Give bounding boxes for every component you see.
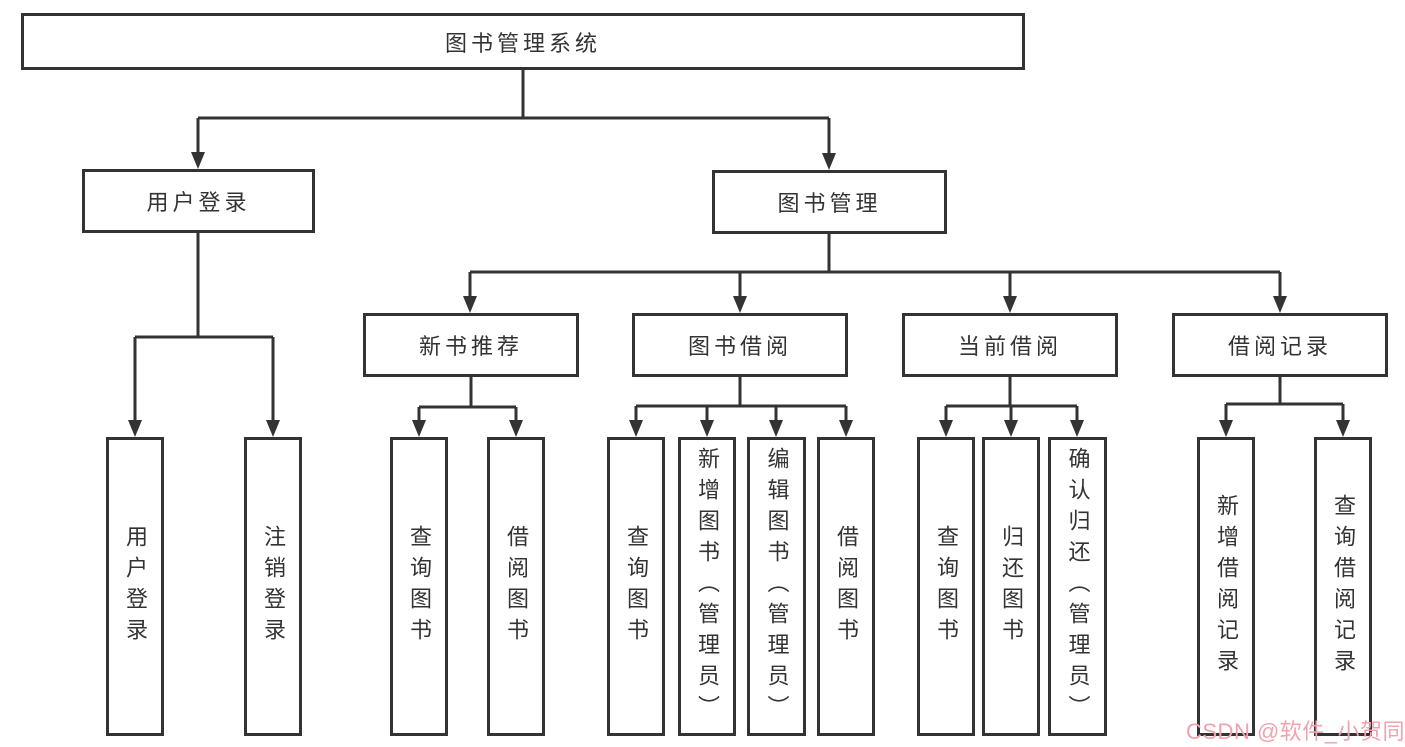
leaf-label: 注销登录 bbox=[261, 524, 286, 649]
leaf-label: 归还图书 bbox=[999, 524, 1024, 649]
node-leaf-add-borrow-record: 新增借阅记录 bbox=[1197, 437, 1255, 736]
node-leaf-edit-book-admin: 编辑图书（管理员） bbox=[747, 437, 806, 736]
leaf-label: 新增图书（管理员） bbox=[695, 447, 720, 726]
node-root-system: 图书管理系统 bbox=[21, 13, 1025, 70]
leaf-label: 借阅图书 bbox=[834, 524, 859, 649]
node-new-book-recommend: 新书推荐 bbox=[363, 313, 579, 377]
node-leaf-query-books-recommend: 查询图书 bbox=[390, 437, 448, 736]
arrowheads bbox=[128, 152, 1350, 437]
node-leaf-query-books-borrowing: 查询图书 bbox=[607, 437, 665, 736]
node-current-borrowing: 当前借阅 bbox=[902, 313, 1118, 377]
node-leaf-add-book-admin: 新增图书（管理员） bbox=[678, 437, 736, 736]
leaf-label: 用户登录 bbox=[123, 524, 148, 649]
watermark: CSDN @软件_小贺同学 bbox=[1186, 719, 1405, 744]
node-leaf-query-borrow-record: 查询借阅记录 bbox=[1314, 437, 1372, 736]
node-book-borrowing: 图书借阅 bbox=[632, 313, 848, 377]
node-leaf-user-login: 用户登录 bbox=[106, 437, 164, 736]
leaf-label: 查询借阅记录 bbox=[1331, 493, 1356, 680]
leaf-label: 确认归还（管理员） bbox=[1065, 447, 1091, 726]
leaf-label: 查询图书 bbox=[407, 524, 432, 649]
node-borrowing-records: 借阅记录 bbox=[1172, 313, 1388, 377]
node-leaf-query-books-current: 查询图书 bbox=[917, 437, 975, 736]
leaf-label: 查询图书 bbox=[934, 524, 959, 649]
node-leaf-borrow-books-recommend: 借阅图书 bbox=[487, 437, 545, 736]
leaf-label: 查询图书 bbox=[624, 524, 649, 649]
node-book-management-branch: 图书管理 bbox=[712, 170, 947, 234]
leaf-label: 编辑图书（管理员） bbox=[764, 447, 790, 726]
node-user-login-branch: 用户登录 bbox=[82, 169, 315, 233]
leaf-label: 借阅图书 bbox=[504, 524, 529, 649]
node-leaf-logout: 注销登录 bbox=[244, 437, 302, 736]
node-leaf-return-book: 归还图书 bbox=[982, 437, 1040, 736]
node-leaf-confirm-return-admin: 确认归还（管理员） bbox=[1048, 437, 1107, 736]
node-leaf-borrow-books: 借阅图书 bbox=[817, 437, 875, 736]
leaf-label: 新增借阅记录 bbox=[1214, 493, 1239, 680]
